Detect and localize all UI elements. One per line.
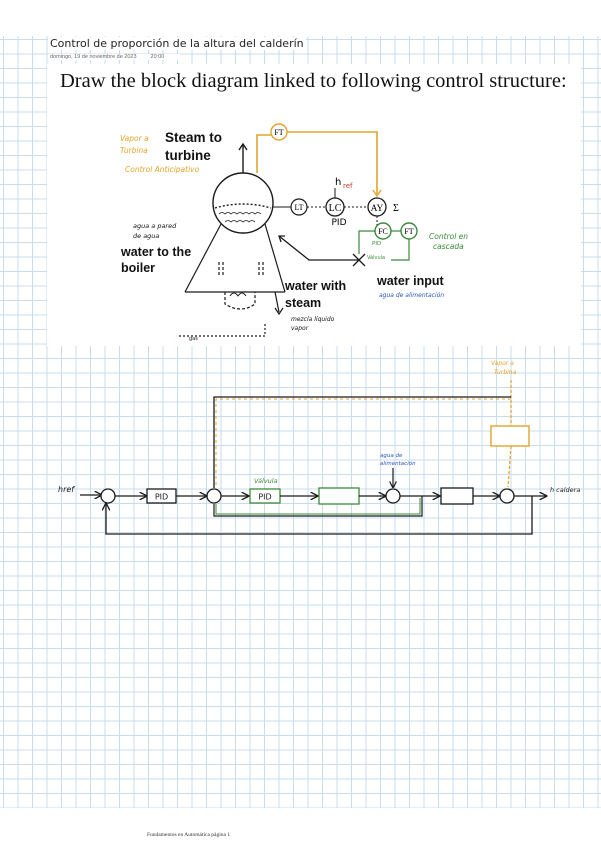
svg-text:Control Anticipativo: Control Anticipativo [125, 165, 200, 174]
slide-headline: Draw the block diagram linked to followi… [60, 70, 567, 92]
svg-text:cascada: cascada [433, 242, 464, 251]
svg-text:water with: water with [284, 279, 346, 293]
svg-text:FC: FC [378, 227, 388, 236]
ay-block: AY Σ [367, 197, 399, 229]
slide-image: Draw the block diagram linked to followi… [47, 64, 581, 346]
boiler-drum [212, 172, 274, 234]
steam-pipe [238, 142, 248, 173]
svg-text:mezcla líquido: mezcla líquido [291, 316, 335, 323]
downcomer-furnace [179, 223, 286, 337]
svg-text:Vapor a: Vapor a [120, 134, 149, 143]
svg-text:water to the: water to the [120, 245, 191, 259]
svg-text:FT: FT [404, 227, 413, 236]
svg-text:Steam to: Steam to [165, 130, 222, 145]
svg-text:de agua: de agua [133, 232, 159, 240]
time-text: 20:00 [150, 54, 165, 60]
svg-text:gas: gas [189, 336, 198, 342]
svg-text:agua a pared: agua a pared [133, 222, 177, 230]
process-diagram: LT LC PID h ref AY Σ FT [120, 123, 468, 342]
svg-text:Válvula: Válvula [367, 254, 385, 261]
svg-text:AY: AY [371, 204, 384, 214]
svg-text:FT: FT [274, 128, 283, 137]
svg-text:LC: LC [329, 203, 342, 214]
page-footer: Fundamentos en Automática página 1 [147, 832, 231, 838]
svg-text:steam: steam [285, 296, 321, 310]
svg-text:Turbina: Turbina [120, 146, 148, 155]
svg-text:PID: PID [331, 218, 346, 228]
page-title: Control de proporción de la altura del c… [48, 37, 306, 50]
svg-text:Control en: Control en [429, 232, 468, 241]
svg-text:h: h [335, 177, 341, 188]
svg-text:Σ: Σ [393, 203, 399, 214]
svg-text:water input: water input [376, 274, 445, 288]
svg-text:turbine: turbine [165, 148, 211, 163]
cascade-loop: FC FT PID Válvula Control en cascada [358, 222, 468, 261]
date-text: domingo, 19 de noviembre de 2023 [50, 54, 137, 60]
page-date: domingo, 19 de noviembre de 2023 20:00 [48, 54, 181, 60]
svg-text:LT: LT [294, 203, 303, 212]
svg-text:PID: PID [372, 241, 381, 247]
svg-text:agua de alimentación: agua de alimentación [379, 292, 444, 299]
lc-controller: LC PID h ref [325, 177, 367, 228]
steam-flow-feedforward: FT [256, 123, 382, 198]
svg-text:vapor: vapor [291, 325, 309, 332]
lt-transmitter: LT [273, 198, 325, 216]
feedwater-line [278, 235, 366, 267]
svg-text:ref: ref [343, 182, 353, 190]
svg-text:boiler: boiler [121, 261, 155, 275]
